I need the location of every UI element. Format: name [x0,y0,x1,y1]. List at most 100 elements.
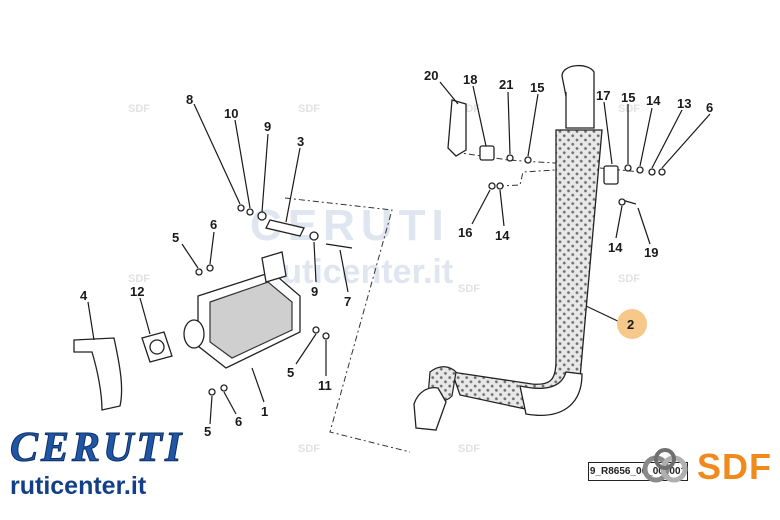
leader-5c [209,395,213,425]
watermark-url: ruticenter.it [268,253,453,291]
washer-9a [257,211,267,221]
leader-15a [527,93,539,157]
washer-15b [624,164,632,172]
washer-9b [309,231,319,241]
dash-line-main [284,197,411,453]
pipe-lower-bend [519,371,583,416]
leader-10 [234,119,251,209]
callout-6a[interactable]: 6 [706,100,713,115]
leader-4 [87,301,95,341]
leader-5a [181,243,199,269]
sdf-ring-3 [654,448,676,470]
nut-5c [208,388,216,396]
sdf-logo-text: SDF [697,446,772,487]
leader-17 [603,101,613,165]
callout-6b[interactable]: 6 [210,217,217,232]
callout-12[interactable]: 12 [130,284,144,299]
stud-11 [322,332,330,340]
callout-21[interactable]: 21 [499,77,513,92]
washer-14a [636,166,644,174]
callout-labels: 20 18 21 15 17 15 14 13 6 8 10 9 3 16 14… [80,68,713,439]
sdf-watermark-6: SDF [458,283,480,295]
muffler-outlet-pipe [261,251,287,283]
gasket-hole [149,339,165,355]
bracket-part-4 [73,337,123,411]
leader-12 [139,297,151,335]
bolt-part-7 [325,243,353,249]
callout-5b[interactable]: 5 [287,365,294,380]
callout-20[interactable]: 20 [424,68,438,83]
leader-9a [261,133,269,213]
clamp-part-3 [265,219,305,237]
washer-14c [618,198,626,206]
callout-6c[interactable]: 6 [235,414,242,429]
callout-8[interactable]: 8 [186,92,193,107]
callout-9b[interactable]: 9 [311,284,318,299]
sdf-watermark-1: SDF [128,103,150,115]
assembly-dash-lines [284,151,641,453]
leader-18 [472,85,487,147]
leader-3 [285,147,301,223]
stud-part-18 [479,145,495,161]
leader-lines [87,81,711,425]
sdf-logo-icon [642,448,688,483]
washer-10 [246,208,254,216]
callout-14a[interactable]: 14 [646,93,661,108]
nut-16 [488,182,496,190]
callout-15a[interactable]: 15 [530,80,544,95]
leader-21 [507,91,511,155]
callout-14c[interactable]: 14 [608,240,623,255]
gasket-part-17 [603,165,619,185]
muffler-part-1 [183,251,301,369]
washer-6c [220,384,228,392]
nut-8 [237,204,245,212]
callout-17[interactable]: 17 [596,88,610,103]
sdf-watermark-2: SDF [298,103,320,115]
nut-5b [312,326,320,334]
callout-7[interactable]: 7 [344,294,351,309]
callout-1[interactable]: 1 [261,404,268,419]
leader-16 [471,189,491,225]
callout-11[interactable]: 11 [318,378,332,393]
hardware-items [195,154,666,396]
nut-5a [195,268,203,276]
callout-14b[interactable]: 14 [495,228,510,243]
nut-21 [506,154,514,162]
washer-14b [496,182,504,190]
exhaust-pipe-part-2 [413,65,603,431]
sdf-watermark-7: SDF [618,273,640,285]
callout-19[interactable]: 19 [644,245,658,260]
sdf-watermarks: SDF SDF SDF SDF SDF SDF SDF SDF SDF [128,103,640,455]
callout-2[interactable]: 2 [627,317,634,332]
leader-13 [651,109,683,169]
leader-14a [639,107,653,167]
callout-3[interactable]: 3 [297,134,304,149]
leader-5b [295,333,317,365]
leader-6c [223,391,237,415]
callout-16[interactable]: 16 [458,225,472,240]
sdf-watermark-9: SDF [458,443,480,455]
leader-1 [251,367,265,403]
sdf-watermark-5: SDF [128,273,150,285]
ceruti-url[interactable]: ruticenter.it [10,472,147,500]
callout-15b[interactable]: 15 [621,90,635,105]
callout-13[interactable]: 13 [677,96,691,111]
dash-line-clamp [497,169,556,187]
callout-4[interactable]: 4 [80,288,88,303]
leader-8 [193,103,241,205]
callout-5a[interactable]: 5 [172,230,179,245]
leader-14b [499,189,505,227]
bracket-part-20 [447,99,467,157]
ceruti-watermark: CERUTI ruticenter.it [250,201,453,291]
callout-10[interactable]: 10 [224,106,238,121]
callout-5c[interactable]: 5 [204,424,211,439]
muffler-inlet [183,319,205,349]
washer-15a [524,156,532,164]
callout-18[interactable]: 18 [463,72,477,87]
callout-9a[interactable]: 9 [264,119,271,134]
leader-9b [313,241,317,283]
leader-6a [661,113,711,169]
leader-6b [209,231,215,265]
